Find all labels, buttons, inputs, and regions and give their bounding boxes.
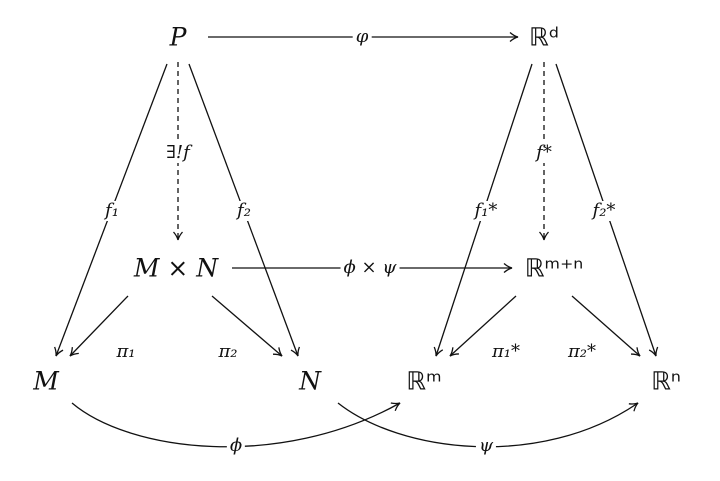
node-n: N [299, 366, 321, 396]
label-psi: ψ [475, 436, 497, 456]
label-f1-star: f₁* [471, 201, 501, 221]
label-exists-f: ∃!f [163, 143, 193, 163]
node-p: P [169, 22, 187, 52]
arrow-pi2-star [571, 295, 641, 357]
label-pi1-star: π₁* [488, 342, 524, 362]
arrow-pi1 [69, 295, 129, 357]
node-r-n: ℝⁿ [651, 366, 681, 396]
node-r-m: ℝᵐ [406, 366, 442, 396]
label-phi: ϕ [226, 436, 246, 456]
label-f-star: f* [533, 143, 555, 163]
label-pi1: π₁ [113, 342, 139, 362]
node-m: M [33, 366, 59, 396]
label-phi-x-psi: ϕ × ψ [340, 258, 400, 278]
arrow-pi1-star [449, 295, 517, 357]
node-r-d: ℝᵈ [529, 22, 559, 52]
node-m-times-n: M × N [133, 253, 219, 283]
label-varphi: φ [352, 27, 372, 47]
arrow-psi [337, 402, 639, 448]
arrow-phi [71, 402, 401, 448]
node-r-m-plus-n: ℝᵐ⁺ⁿ [524, 253, 584, 283]
label-f1: f₁ [102, 201, 122, 221]
label-f2-star: f₂* [589, 201, 619, 221]
label-pi2: π₂ [215, 342, 241, 362]
arrow-pi2 [211, 295, 283, 357]
label-pi2-star: π₂* [564, 342, 600, 362]
label-f2: f₂ [234, 201, 254, 221]
